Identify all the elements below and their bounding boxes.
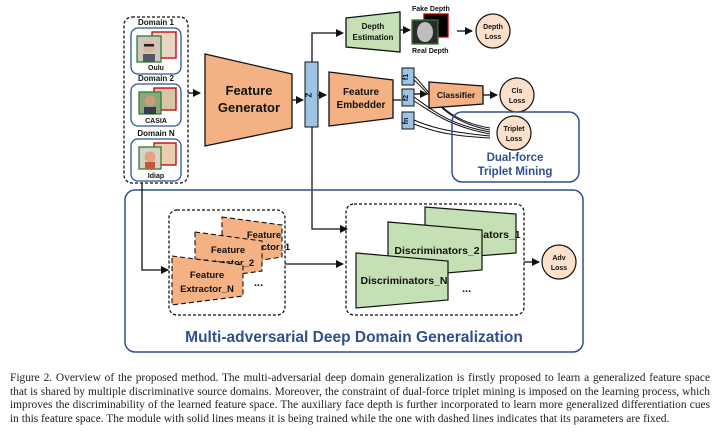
f2-feature-label: f2 <box>403 95 410 101</box>
depth-loss-label-line2: Loss <box>485 34 501 41</box>
classifier-label: Classifier <box>437 90 476 100</box>
triplet-loss-label-line2: Loss <box>506 136 522 143</box>
feature-embedder-label-line2: Embedder <box>337 100 386 111</box>
discriminators-group <box>345 203 525 316</box>
domain-1-face-images <box>136 31 177 63</box>
cls-loss-label-line2: Loss <box>509 98 525 105</box>
discriminator-n-label: Discriminators_N <box>361 275 448 287</box>
domain-1-title: Domain 1 <box>138 18 175 27</box>
f1-feature-label: f1 <box>403 74 410 80</box>
fn-feature-label: fn <box>403 118 410 125</box>
adv-loss-label-line1: Adv <box>552 255 565 262</box>
cls-loss-node <box>499 77 535 113</box>
feature-generator <box>204 53 293 147</box>
dual-force-title-line2: Triplet Mining <box>478 166 553 178</box>
depth-estimation-label-line2: Estimation <box>353 33 394 42</box>
method-overview-diagram: Domain 1 Oulu Domain 2 CASIA Domain N Id… <box>123 6 584 353</box>
domain-1-name: Oulu <box>148 65 164 72</box>
mdg-title: Multi-adversarial Deep Domain Generaliza… <box>185 329 523 346</box>
arrow-z-to-depth <box>311 29 344 62</box>
cls-loss-label-line1: Cls <box>512 88 523 95</box>
depth-estimation <box>345 11 401 53</box>
classifier <box>428 81 484 109</box>
depth-loss-node <box>475 13 511 49</box>
triplet-loss-label-line1: Triplet <box>503 126 525 133</box>
domain-2-face-images <box>138 87 177 115</box>
domain-2-name: CASIA <box>145 118 167 125</box>
feature-generator-label-line2: Generator <box>218 100 280 115</box>
dual-force-title-line1: Dual-force <box>487 152 544 164</box>
feature-extractor-1-label-line2: Extractor_1 <box>238 242 291 253</box>
source-domains-group <box>123 16 189 184</box>
real-depth-label: Real Depth <box>412 48 449 55</box>
triplet-loss-node <box>496 115 532 151</box>
feature-extractor-1-label-line1: Feature <box>247 230 281 241</box>
adv-loss-label-line2: Loss <box>551 265 567 272</box>
mdg-frame <box>124 189 584 353</box>
fake-depth-label: Fake Depth <box>412 6 450 13</box>
arrow-z-to-discriminators <box>311 127 348 233</box>
domain-n-title: Domain N <box>137 129 175 138</box>
figure-caption: Figure 2. Overview of the proposed metho… <box>10 372 710 425</box>
feature-z-label: Z <box>305 92 314 97</box>
domain-n-name: Idiap <box>148 173 164 180</box>
extractors-group <box>168 209 286 316</box>
discriminator-2-label: Discriminators_2 <box>394 245 479 257</box>
feature-extractor-2-label-line1: Feature <box>211 245 245 256</box>
depth-estimation-label-line1: Depth <box>362 22 385 31</box>
feature-extractor-n-label-line1: Feature <box>190 270 224 281</box>
feature-extractor-n <box>171 255 244 306</box>
feature-generator-label-line1: Feature <box>226 83 273 98</box>
discriminators-ellipsis: ... <box>462 283 471 295</box>
arrow-domains-to-extractors <box>141 183 169 274</box>
dual-force-triplet-mining-box <box>451 111 580 183</box>
real-depth-face <box>417 22 433 42</box>
feature-extractor-n-label-line2: Extractor_N <box>180 284 234 295</box>
extractors-ellipsis: ... <box>254 277 263 289</box>
adv-loss-node <box>541 244 577 280</box>
depth-loss-label-line1: Depth <box>483 24 503 31</box>
discriminator-n <box>355 252 449 309</box>
domain-2-title: Domain 2 <box>138 74 175 83</box>
domain-n-face-images <box>138 142 177 170</box>
feature-embedder-label-line1: Feature <box>343 87 380 98</box>
feature-embedder <box>328 71 394 127</box>
